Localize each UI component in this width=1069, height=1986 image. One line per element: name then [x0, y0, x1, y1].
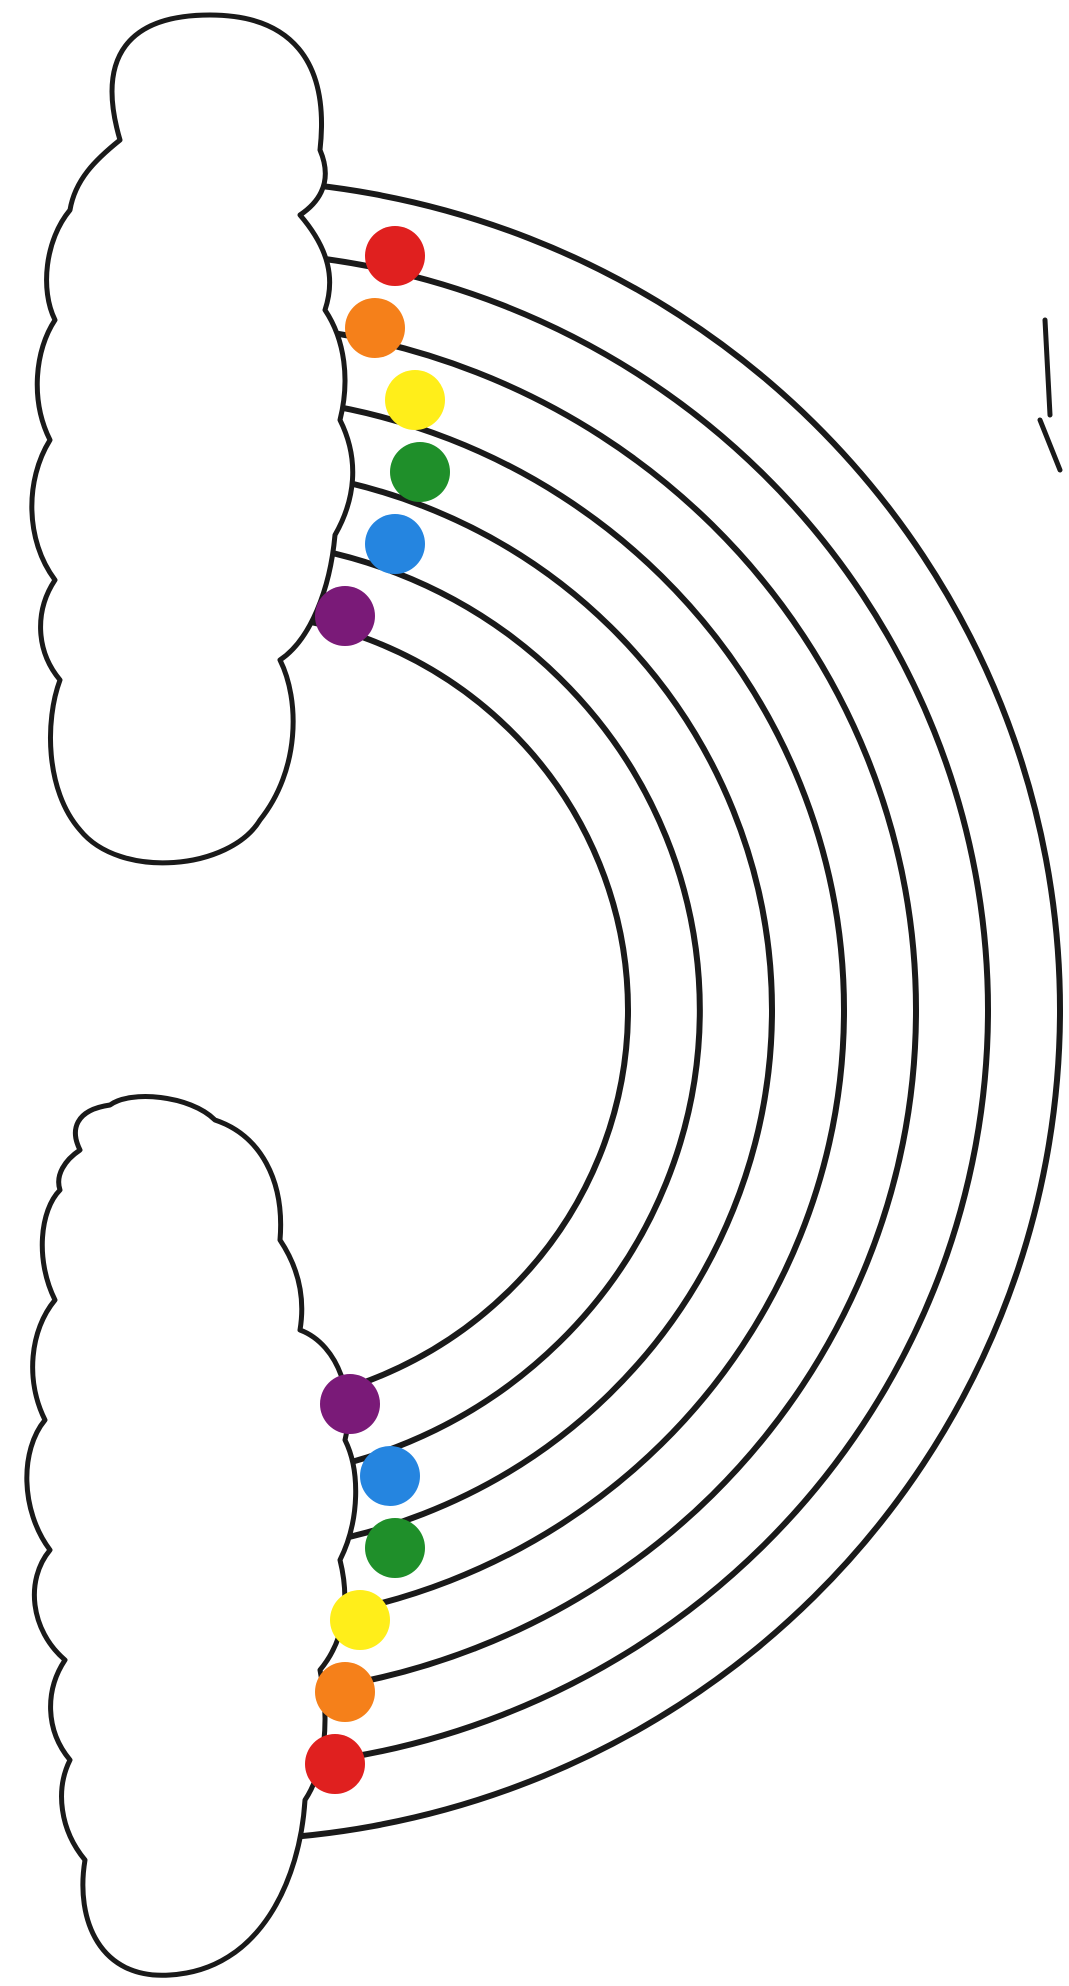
red-dot-bottom	[305, 1734, 365, 1794]
blue-dot-bottom	[360, 1446, 420, 1506]
yellow-dot-bottom	[330, 1590, 390, 1650]
orange-dot-top	[345, 298, 405, 358]
blue-dot-top	[365, 514, 425, 574]
red-dot-top	[365, 226, 425, 286]
partial-letter-mark	[1040, 320, 1060, 470]
orange-dot-bottom	[315, 1662, 375, 1722]
purple-dot-top	[315, 586, 375, 646]
top-cloud	[32, 15, 353, 863]
green-dot-bottom	[365, 1518, 425, 1578]
green-dot-top	[390, 442, 450, 502]
bottom-cloud	[27, 1097, 356, 1976]
yellow-dot-top	[385, 370, 445, 430]
purple-dot-bottom	[320, 1374, 380, 1434]
